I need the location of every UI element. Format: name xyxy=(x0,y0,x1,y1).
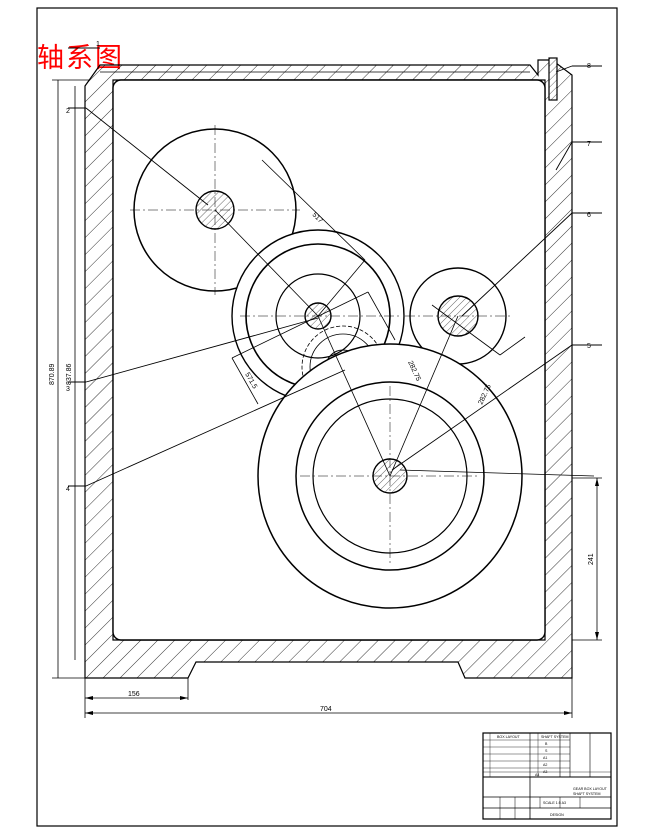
title-block-label-3: A2 xyxy=(543,763,547,767)
part-number-1: 1 xyxy=(96,41,100,48)
part-number-3: 3 xyxy=(66,386,70,393)
dim-width-left: 156 xyxy=(128,691,140,698)
title-block-left-header: BOX LAYOUT xyxy=(497,735,521,739)
dimension-lines xyxy=(52,79,602,718)
title-block-drawing-name: GEAR BOX LAYOUT xyxy=(573,787,608,791)
title-block-designer: DESIGN xyxy=(550,813,564,817)
part-number-4: 4 xyxy=(66,486,70,493)
title-block-label-0: B xyxy=(545,742,548,746)
center-lines xyxy=(214,159,595,477)
part-number-8: 8 xyxy=(587,63,591,70)
title-block-label-4: A3 xyxy=(543,770,547,774)
title-block xyxy=(482,732,612,820)
part-number-2: 2 xyxy=(66,108,70,115)
title-block-label-5: A4 xyxy=(535,773,539,777)
title-block-label-1: S xyxy=(545,749,548,753)
title-block-drawing-name-2: SHAFT SYSTEM xyxy=(573,792,601,796)
part-number-6: 6 xyxy=(587,212,591,219)
dim-width-total: 704 xyxy=(320,706,332,713)
dim-height-right: 241 xyxy=(588,553,595,565)
leader-lines xyxy=(68,47,602,487)
dim-height-inner: 837.86 xyxy=(66,363,73,385)
drawing-frame xyxy=(36,7,618,827)
part-number-7: 7 xyxy=(587,141,591,148)
title-block-center-header: SHAFT SYSTEM xyxy=(541,735,569,739)
title-block-label-2: A1 xyxy=(543,756,547,760)
dim-height-outer: 870.89 xyxy=(49,363,56,385)
title-block-scale: SCALE 1:5 A3 xyxy=(543,801,566,805)
part-number-5: 5 xyxy=(587,343,591,350)
